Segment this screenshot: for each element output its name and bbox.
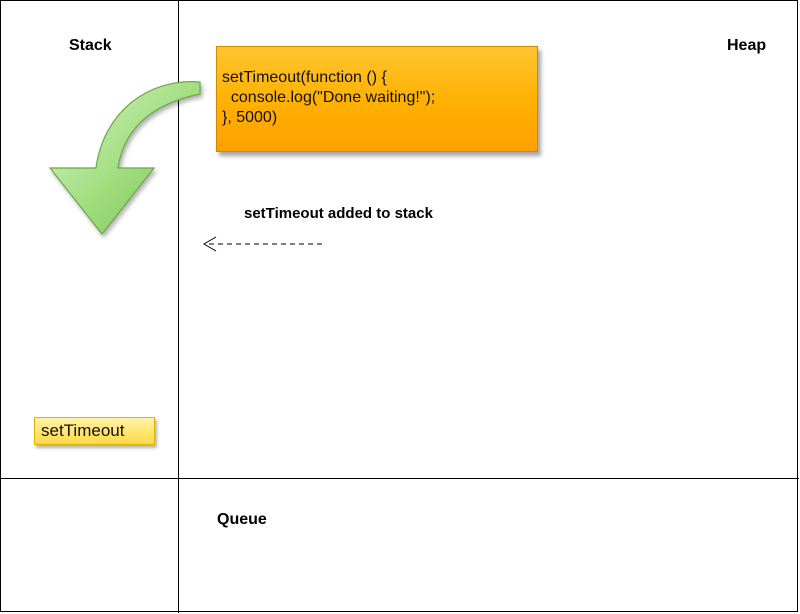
queue-title: Queue: [217, 511, 267, 528]
code-line: setTimeout(function () {: [222, 69, 387, 86]
heap-code-block: setTimeout(function () { console.log("Do…: [216, 46, 538, 152]
stack-title: Stack: [69, 37, 112, 54]
curved-arrow-icon: [48, 81, 201, 235]
annotation-text: setTimeout added to stack: [244, 205, 433, 222]
queue-divider: [0, 478, 799, 479]
dashed-arrowhead-icon: [203, 236, 217, 252]
code-line: }, 5000): [222, 109, 278, 126]
heap-title: Heap: [727, 37, 767, 54]
stack-divider: [178, 0, 179, 613]
stack-frame-settimeout: setTimeout: [34, 417, 155, 445]
code-line: console.log("Done waiting!");: [222, 89, 436, 106]
